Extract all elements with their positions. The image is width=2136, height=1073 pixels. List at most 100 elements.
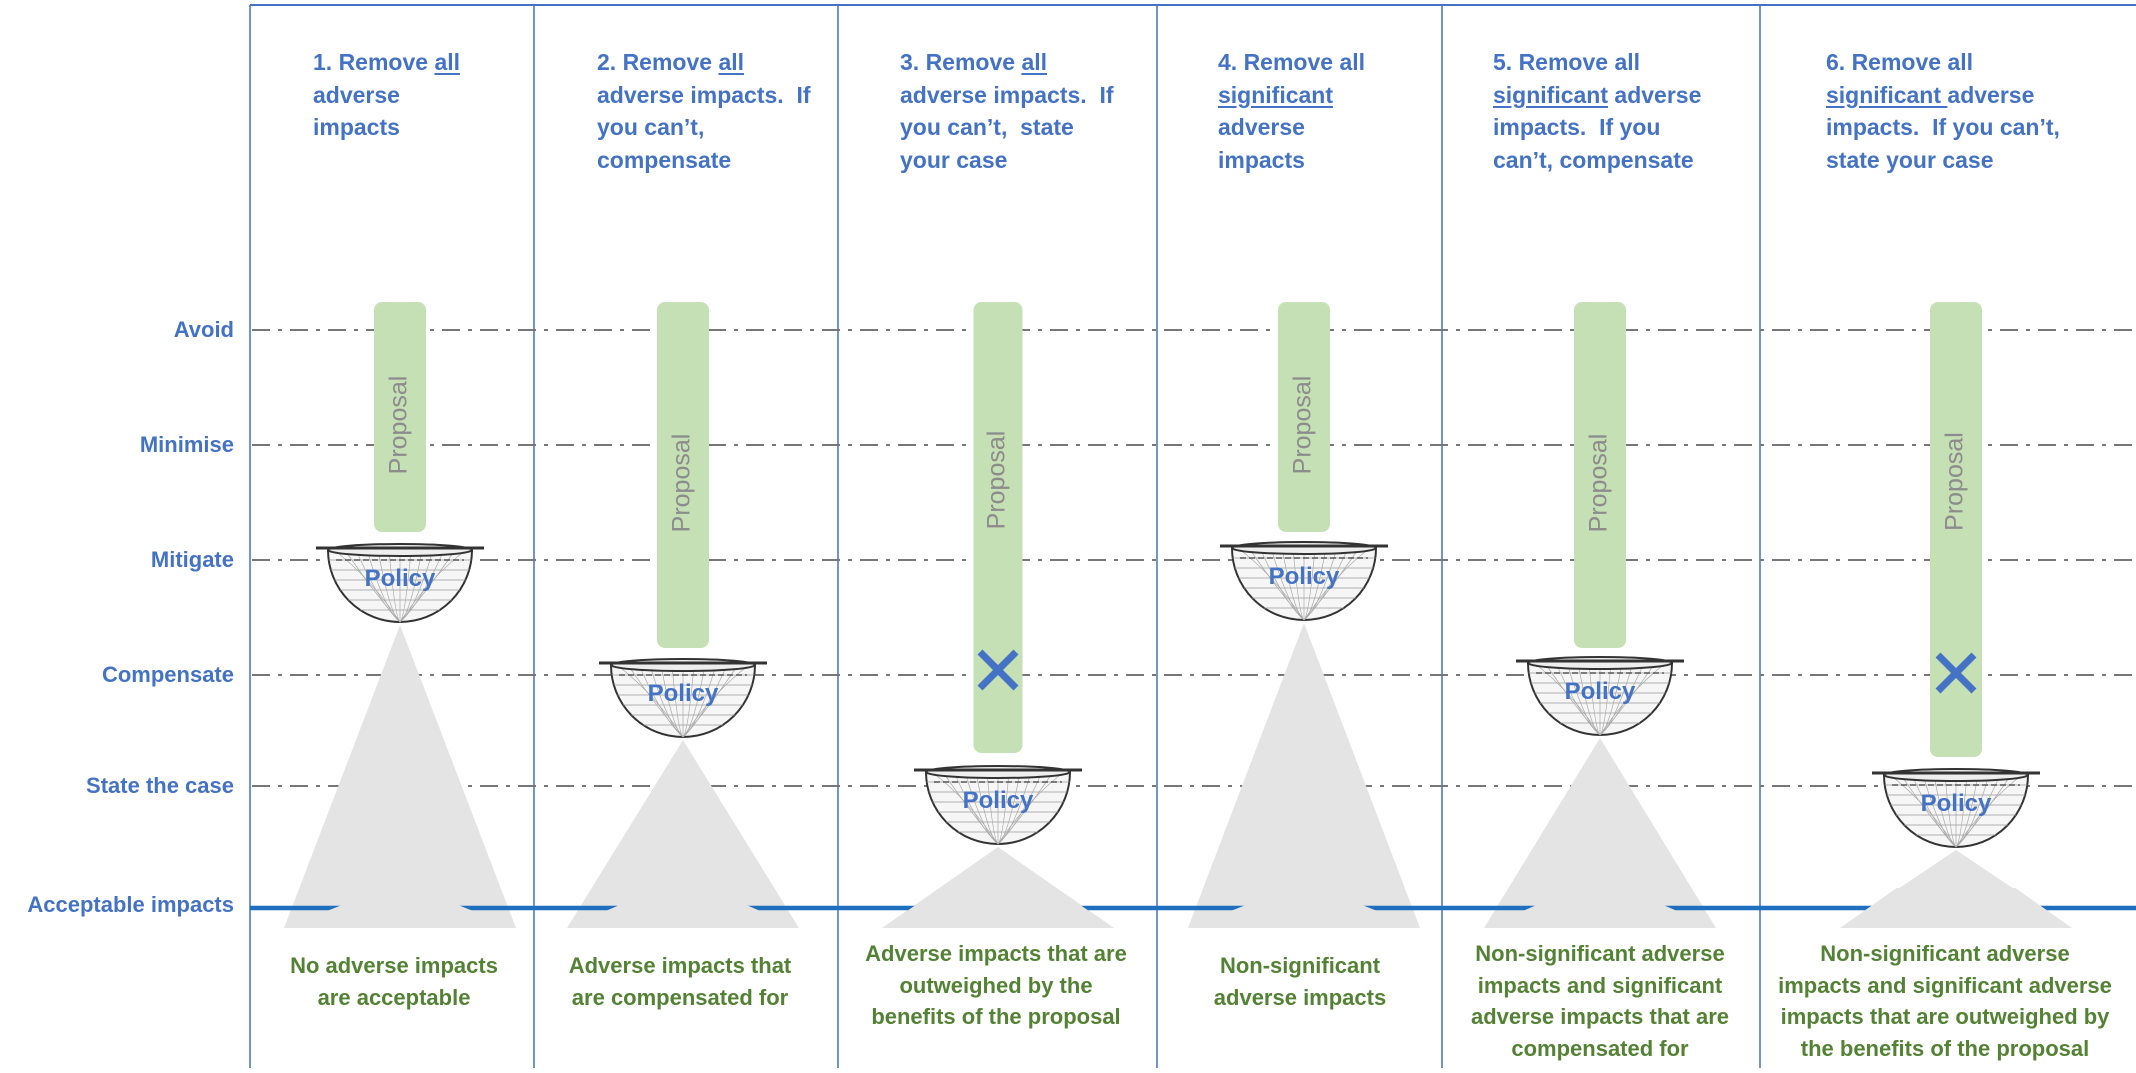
column-heading-line: can’t, compensate: [1493, 144, 1701, 177]
outcome-line: Non-significant: [1219, 953, 1381, 978]
proposal-label: Proposal: [1289, 376, 1317, 475]
impact-triangle-overlay: [882, 888, 1114, 928]
policy-label: Policy: [963, 787, 1034, 814]
heading-text: 4. Remove all: [1218, 49, 1366, 75]
heading-text: adverse: [1218, 114, 1305, 140]
policy-label: Policy: [1921, 790, 1992, 817]
rejected-cross-icon: [1935, 652, 1977, 694]
policy-label: Policy: [1269, 563, 1340, 590]
column-heading-line: state your case: [1826, 144, 2060, 177]
column-heading-line: significant adverse: [1826, 79, 2060, 112]
column-heading-line: compensate: [597, 144, 811, 177]
heading-text: adverse: [1947, 81, 2035, 108]
outcome-line: impacts that are outweighed by: [1780, 1004, 2110, 1029]
column-heading-line: impacts: [313, 111, 460, 144]
proposal-bar: Proposal: [1278, 302, 1330, 532]
level-label: Avoid: [173, 317, 234, 342]
proposal-label: Proposal: [385, 376, 413, 475]
column-heading: 3. Remove all adverse impacts. If you can’…: [900, 46, 1114, 176]
column-heading-line: 5. Remove all: [1493, 46, 1701, 79]
heading-emphasis: all: [434, 49, 461, 75]
proposal-bar-shape: [374, 302, 426, 532]
heading-emphasis: all: [1021, 49, 1048, 75]
heading-text: impacts. If you: [1493, 114, 1661, 140]
policy-label: Policy: [365, 565, 436, 592]
heading-emphasis: all: [718, 49, 745, 75]
heading-emphasis: significant: [1826, 81, 1948, 108]
proposal-bar-shape: [657, 302, 709, 648]
proposal-bar-shape: [1278, 302, 1330, 532]
proposal-bar-shape: [1930, 302, 1982, 757]
column-heading-line: impacts: [1218, 144, 1365, 177]
heading-text: can’t, compensate: [1493, 146, 1694, 173]
column-heading-line: 6. Remove all: [1826, 46, 2060, 79]
policy-label: Policy: [648, 680, 719, 707]
impact-triangle: [1188, 623, 1420, 928]
outcome-text: No adverse impacts are acceptable: [214, 950, 574, 1013]
outcome-line: Adverse impacts that: [568, 953, 792, 978]
outcome-line: adverse impacts that are: [1470, 1004, 1730, 1029]
heading-text: 6. Remove all: [1826, 49, 1974, 75]
proposal-bar: Proposal: [1930, 302, 1982, 757]
column-heading-line: 1. Remove all: [313, 46, 460, 79]
heading-text: compensate: [597, 146, 732, 173]
heading-text: state your case: [1826, 146, 1994, 173]
heading-text: impacts: [313, 114, 400, 140]
policy-sieve-icon: Policy: [599, 658, 767, 738]
outcome-line: Adverse impacts that are: [865, 941, 1127, 966]
policy-sieve-icon: Policy: [1516, 656, 1684, 736]
outcome-line: impacts and significant: [1477, 972, 1723, 998]
outcome-line: are compensated for: [571, 984, 789, 1010]
impact-triangle-overlay: [1484, 888, 1716, 928]
outcome-text: Adverse impacts that are compensated for: [500, 950, 860, 1013]
policy-sieve-icon: Policy: [1220, 541, 1388, 621]
heading-text: adverse: [1608, 81, 1702, 108]
heading-text: you can’t, state: [900, 114, 1074, 140]
heading-text: impacts: [1218, 146, 1305, 173]
policy-sieve-icon: Policy: [316, 543, 484, 623]
heading-text: adverse impacts. If: [900, 81, 1114, 108]
level-label: State the case: [86, 773, 234, 798]
heading-text: 3. Remove: [900, 49, 1022, 75]
outcome-text: Non-significant adverse impacts: [1120, 950, 1480, 1013]
column-heading-line: impacts. If you: [1493, 111, 1701, 144]
column-heading-line: 4. Remove all: [1218, 46, 1365, 79]
proposal-label: Proposal: [668, 434, 696, 533]
policy-sieve-icon: Policy: [1872, 768, 2040, 848]
outcome-line: adverse impacts: [1213, 984, 1387, 1010]
column-heading-line: 2. Remove all: [597, 46, 811, 79]
level-label: Mitigate: [150, 547, 234, 572]
heading-text: your case: [900, 146, 1008, 173]
column-heading-line: adverse impacts. If: [900, 79, 1114, 112]
heading-text: 2. Remove: [597, 49, 719, 75]
column-heading-line: your case: [900, 144, 1114, 177]
heading-text: you can’t,: [597, 114, 705, 140]
heading-text: 5. Remove all: [1493, 49, 1641, 75]
proposal-label: Proposal: [1585, 434, 1613, 533]
column-heading-line: you can’t, state: [900, 111, 1114, 144]
heading-emphasis: significant: [1493, 81, 1609, 108]
proposal-bar: Proposal: [973, 302, 1023, 753]
proposal-bar: Proposal: [374, 302, 426, 532]
impact-triangle-overlay: [567, 888, 799, 928]
heading-text: impacts. If you can’t,: [1826, 114, 2060, 140]
column-heading-line: significant adverse: [1493, 79, 1701, 112]
level-label: Acceptable impacts: [27, 892, 234, 917]
rejected-cross-icon: [977, 649, 1019, 691]
column-heading-line: you can’t,: [597, 111, 811, 144]
proposal-bar-shape: [1574, 302, 1626, 648]
policy-label: Policy: [1565, 678, 1636, 705]
proposal-bar: Proposal: [1574, 302, 1626, 648]
proposal-label: Proposal: [1941, 432, 1969, 531]
outcome-line: No adverse impacts: [290, 953, 498, 978]
outcome-line: are acceptable: [317, 984, 471, 1010]
impact-triangle: [284, 625, 516, 928]
impact-triangle-overlay: [284, 888, 516, 928]
